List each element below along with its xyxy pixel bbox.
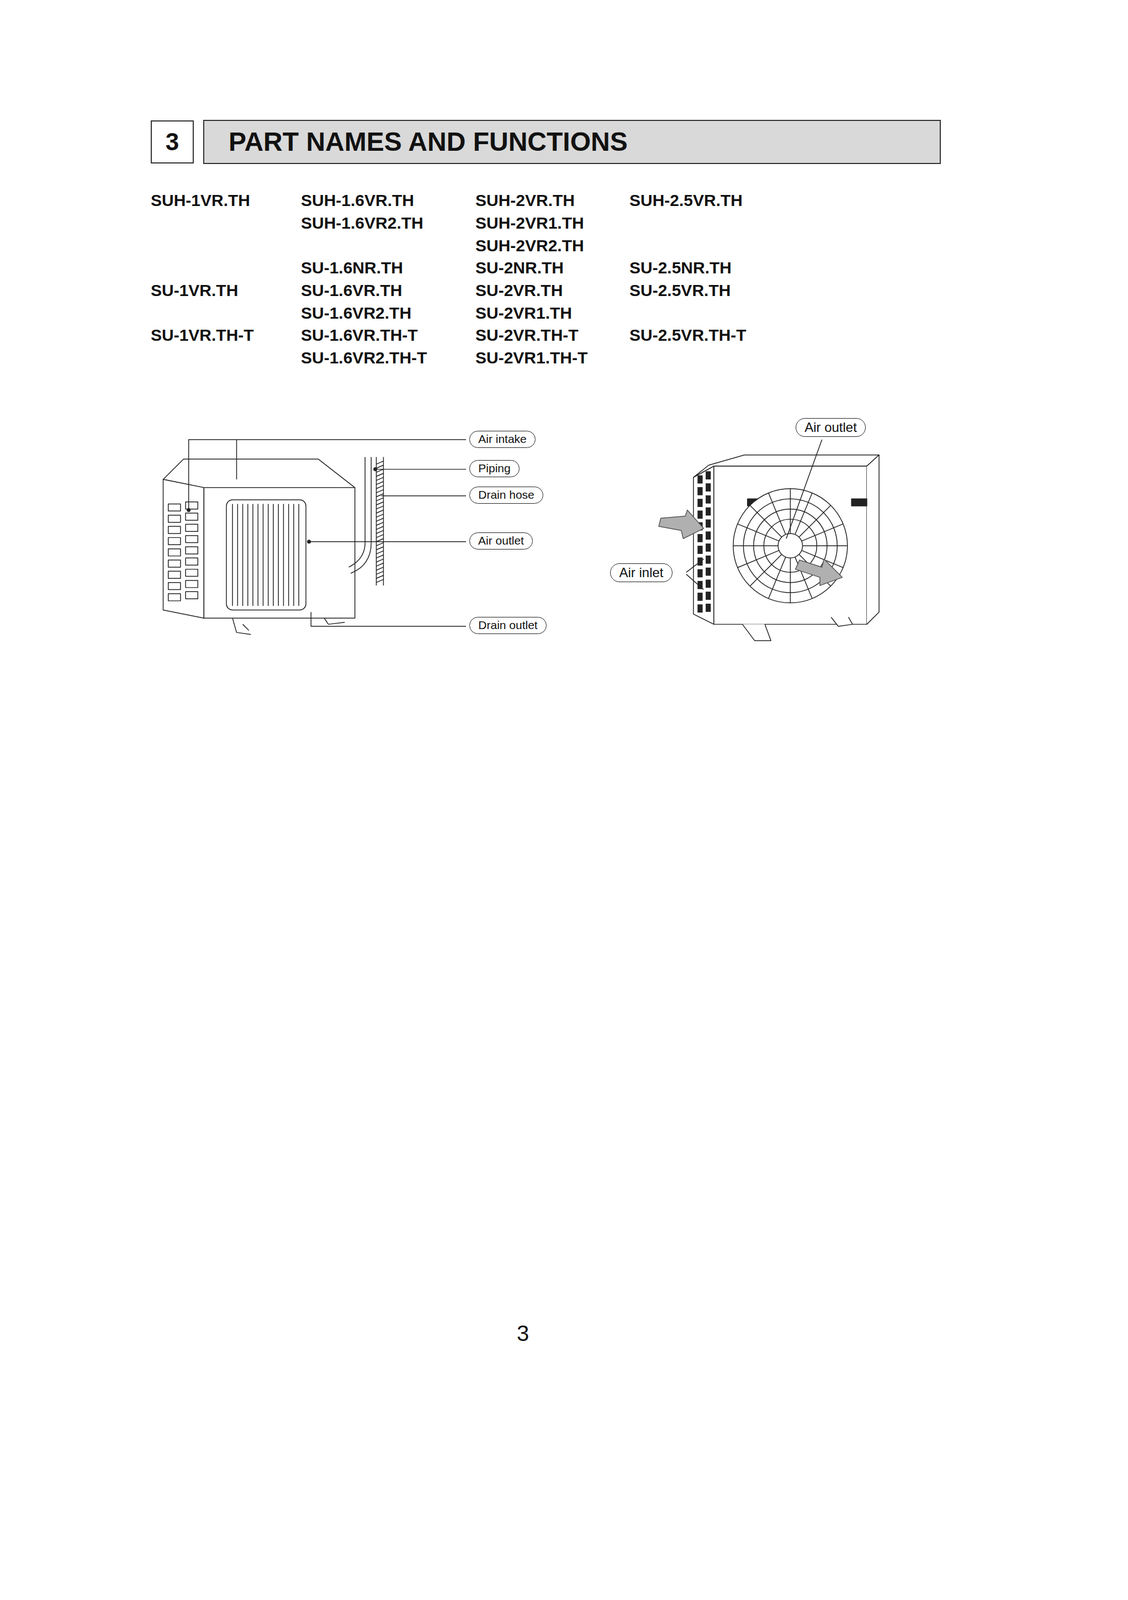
callout-label: Air outlet	[795, 417, 866, 437]
model-name: SU-2VR.TH-T	[475, 325, 579, 346]
callout-label: Piping	[469, 459, 520, 478]
model-name: SU-2VR.TH	[475, 280, 563, 301]
model-name: SU-2.5VR.TH	[629, 280, 731, 301]
model-name: SU-1VR.TH	[150, 280, 238, 301]
model-name: SU-2.5VR.TH-T	[629, 325, 747, 346]
outdoor-unit-left	[163, 458, 356, 635]
callout-label: Drain hose	[469, 486, 544, 504]
model-name: SUH-2VR1.TH	[475, 213, 585, 233]
model-name: SU-1VR.TH-T	[150, 325, 254, 346]
model-name: SU-1.6VR.TH	[300, 280, 402, 301]
model-name: SU-2VR1.TH	[475, 303, 573, 323]
model-name: SUH-2VR.TH	[475, 190, 575, 211]
model-name: SU-2.5NR.TH	[629, 257, 732, 278]
page-number: 3	[516, 1319, 529, 1347]
callout-label: Air inlet	[610, 563, 673, 582]
callout-text: Air inlet	[618, 564, 664, 581]
model-name: SUH-1.6VR.TH	[300, 190, 415, 211]
callout-text: Drain outlet	[478, 618, 538, 632]
callout-text: Air outlet	[478, 533, 524, 548]
unit-drawings	[163, 439, 880, 641]
model-name: SUH-2.5VR.TH	[629, 190, 743, 211]
model-name: SUH-1VR.TH	[150, 190, 251, 211]
section-title: PART NAMES AND FUNCTIONS	[228, 125, 628, 158]
callout-text: Drain hose	[478, 488, 535, 502]
model-name: SU-1.6NR.TH	[300, 257, 404, 278]
model-name: SU-2VR1.TH-T	[475, 347, 588, 368]
piping	[348, 456, 384, 586]
callout-label: Air outlet	[469, 532, 533, 550]
model-name: SU-2NR.TH	[475, 257, 564, 278]
callout-text: Air intake	[478, 432, 527, 446]
model-name: SUH-1.6VR2.TH	[300, 213, 424, 233]
section-number: 3	[165, 128, 179, 157]
model-name: SUH-2VR2.TH	[475, 235, 585, 256]
model-name: SU-1.6VR2.TH	[300, 303, 412, 323]
callout-label: Drain outlet	[469, 616, 547, 634]
callout-text: Air outlet	[804, 419, 857, 436]
model-name: SU-1.6VR.TH-T	[300, 325, 418, 346]
leader-lines	[187, 439, 466, 627]
outdoor-unit-right	[658, 439, 879, 641]
section-number-box: 3	[150, 120, 194, 164]
callout-label: Air intake	[469, 430, 536, 448]
callout-text: Piping	[478, 461, 511, 475]
title-banner	[203, 120, 941, 164]
model-name: SU-1.6VR2.TH-T	[300, 347, 427, 368]
